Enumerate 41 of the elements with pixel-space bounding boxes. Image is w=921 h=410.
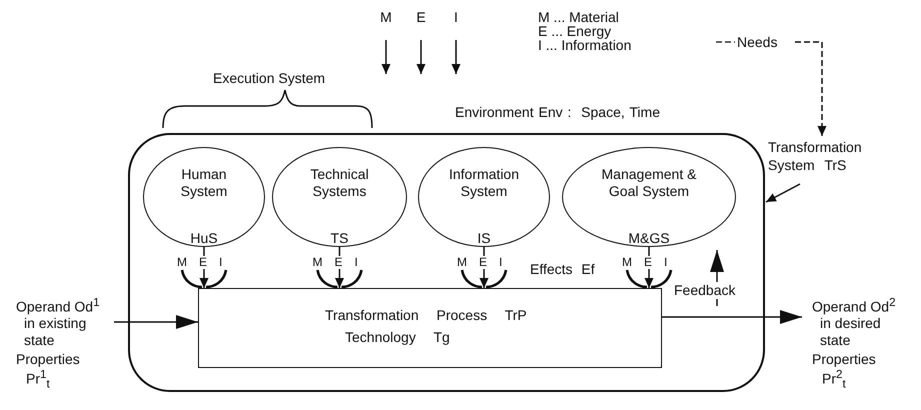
process-title: Transformation Process TrP — [325, 307, 527, 324]
subsystem-ellipse — [272, 147, 407, 247]
flow-letter: E — [479, 256, 488, 270]
flow-letter: E — [644, 256, 652, 270]
system-name: Human System — [180, 166, 228, 200]
flow-letter: E — [199, 256, 208, 270]
subsystem-ellipse — [143, 147, 265, 247]
subsystem-ellipse — [562, 147, 736, 247]
abbreviation: IS — [476, 230, 492, 247]
annotation-text: Execution System — [213, 71, 326, 86]
flow-letter: I — [499, 256, 502, 270]
abbreviation: M&GS — [627, 230, 671, 247]
annotation-text: Needs — [737, 33, 793, 52]
flow-letter: E — [334, 256, 343, 270]
edge-label: Feedback — [674, 282, 736, 300]
system-name: Management & Goal System — [600, 166, 698, 200]
key-text: I ... Information — [538, 38, 632, 54]
subsystem-ellipse — [418, 147, 550, 247]
flow-letter: M — [377, 8, 395, 26]
annotation-text: Environment Env : Space, Time — [455, 105, 660, 120]
key-text: E ... Energy — [538, 24, 612, 40]
flow-letter: I — [664, 256, 668, 270]
annotation-text: Transformation System TrS — [768, 138, 880, 174]
process-box — [198, 288, 662, 368]
flow-letter: M — [177, 256, 187, 270]
key-text: M ... Material — [538, 10, 619, 26]
system-name: Information System — [448, 166, 520, 200]
flow-letter: E — [412, 8, 430, 26]
flow-letter: I — [354, 256, 358, 270]
system-name: Technical Systems — [309, 166, 370, 200]
flow-letter: I — [447, 8, 465, 26]
flow-letter: M — [312, 256, 322, 270]
operand-text: Operand Od$^{1}$ in existing state — [16, 296, 101, 350]
flow-letter: I — [219, 256, 222, 270]
operand-text: Operand Od$^{2}$ in desired state — [812, 296, 897, 350]
abbreviation: HuS — [189, 230, 219, 247]
system-boundary-box — [128, 133, 765, 392]
flow-letter: M — [457, 256, 467, 270]
technology-text: Technology Tg — [345, 329, 450, 346]
abbreviation: TS — [330, 230, 350, 247]
annotation-text: Effects Ef — [530, 262, 595, 278]
